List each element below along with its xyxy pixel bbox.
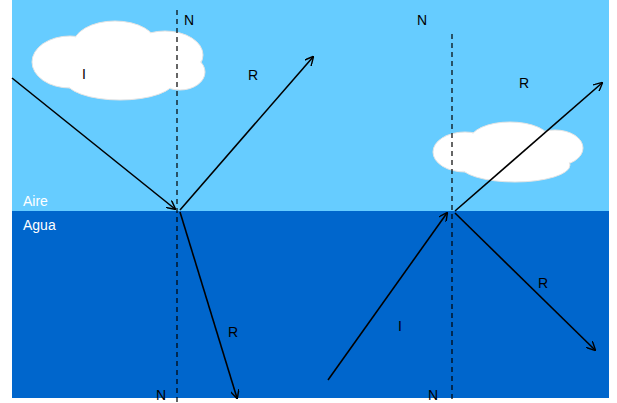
- cloud-right-fill: [434, 123, 582, 181]
- refracted-ray: [180, 212, 237, 398]
- incident-ray: [12, 78, 175, 209]
- normal-label: N: [184, 12, 194, 28]
- ray-label: R: [228, 324, 238, 340]
- ray-label: R: [519, 75, 529, 91]
- medium-label: Aire: [23, 193, 48, 209]
- normal-label: N: [156, 387, 166, 403]
- normal-label: N: [417, 12, 427, 28]
- incident-ray: [328, 213, 447, 380]
- normal-label: N: [428, 387, 438, 403]
- ray-label: R: [538, 275, 548, 291]
- air-region: [12, 0, 609, 211]
- cloud-right: [433, 122, 583, 182]
- cloud-left-fill: [33, 22, 204, 99]
- ray-label: I: [398, 318, 402, 334]
- reflected-ray: [455, 83, 602, 211]
- medium-label: Agua: [23, 217, 56, 233]
- normal-line: [451, 34, 452, 403]
- water-region: [12, 211, 609, 398]
- reflected-ray: [180, 57, 313, 210]
- normal-line: [176, 10, 177, 403]
- normal-lines: [177, 10, 452, 403]
- reflected-ray: [455, 213, 595, 350]
- ray-label: R: [248, 67, 258, 83]
- cloud-left: [32, 21, 205, 100]
- rays: [12, 57, 602, 398]
- ray-label: I: [82, 66, 86, 82]
